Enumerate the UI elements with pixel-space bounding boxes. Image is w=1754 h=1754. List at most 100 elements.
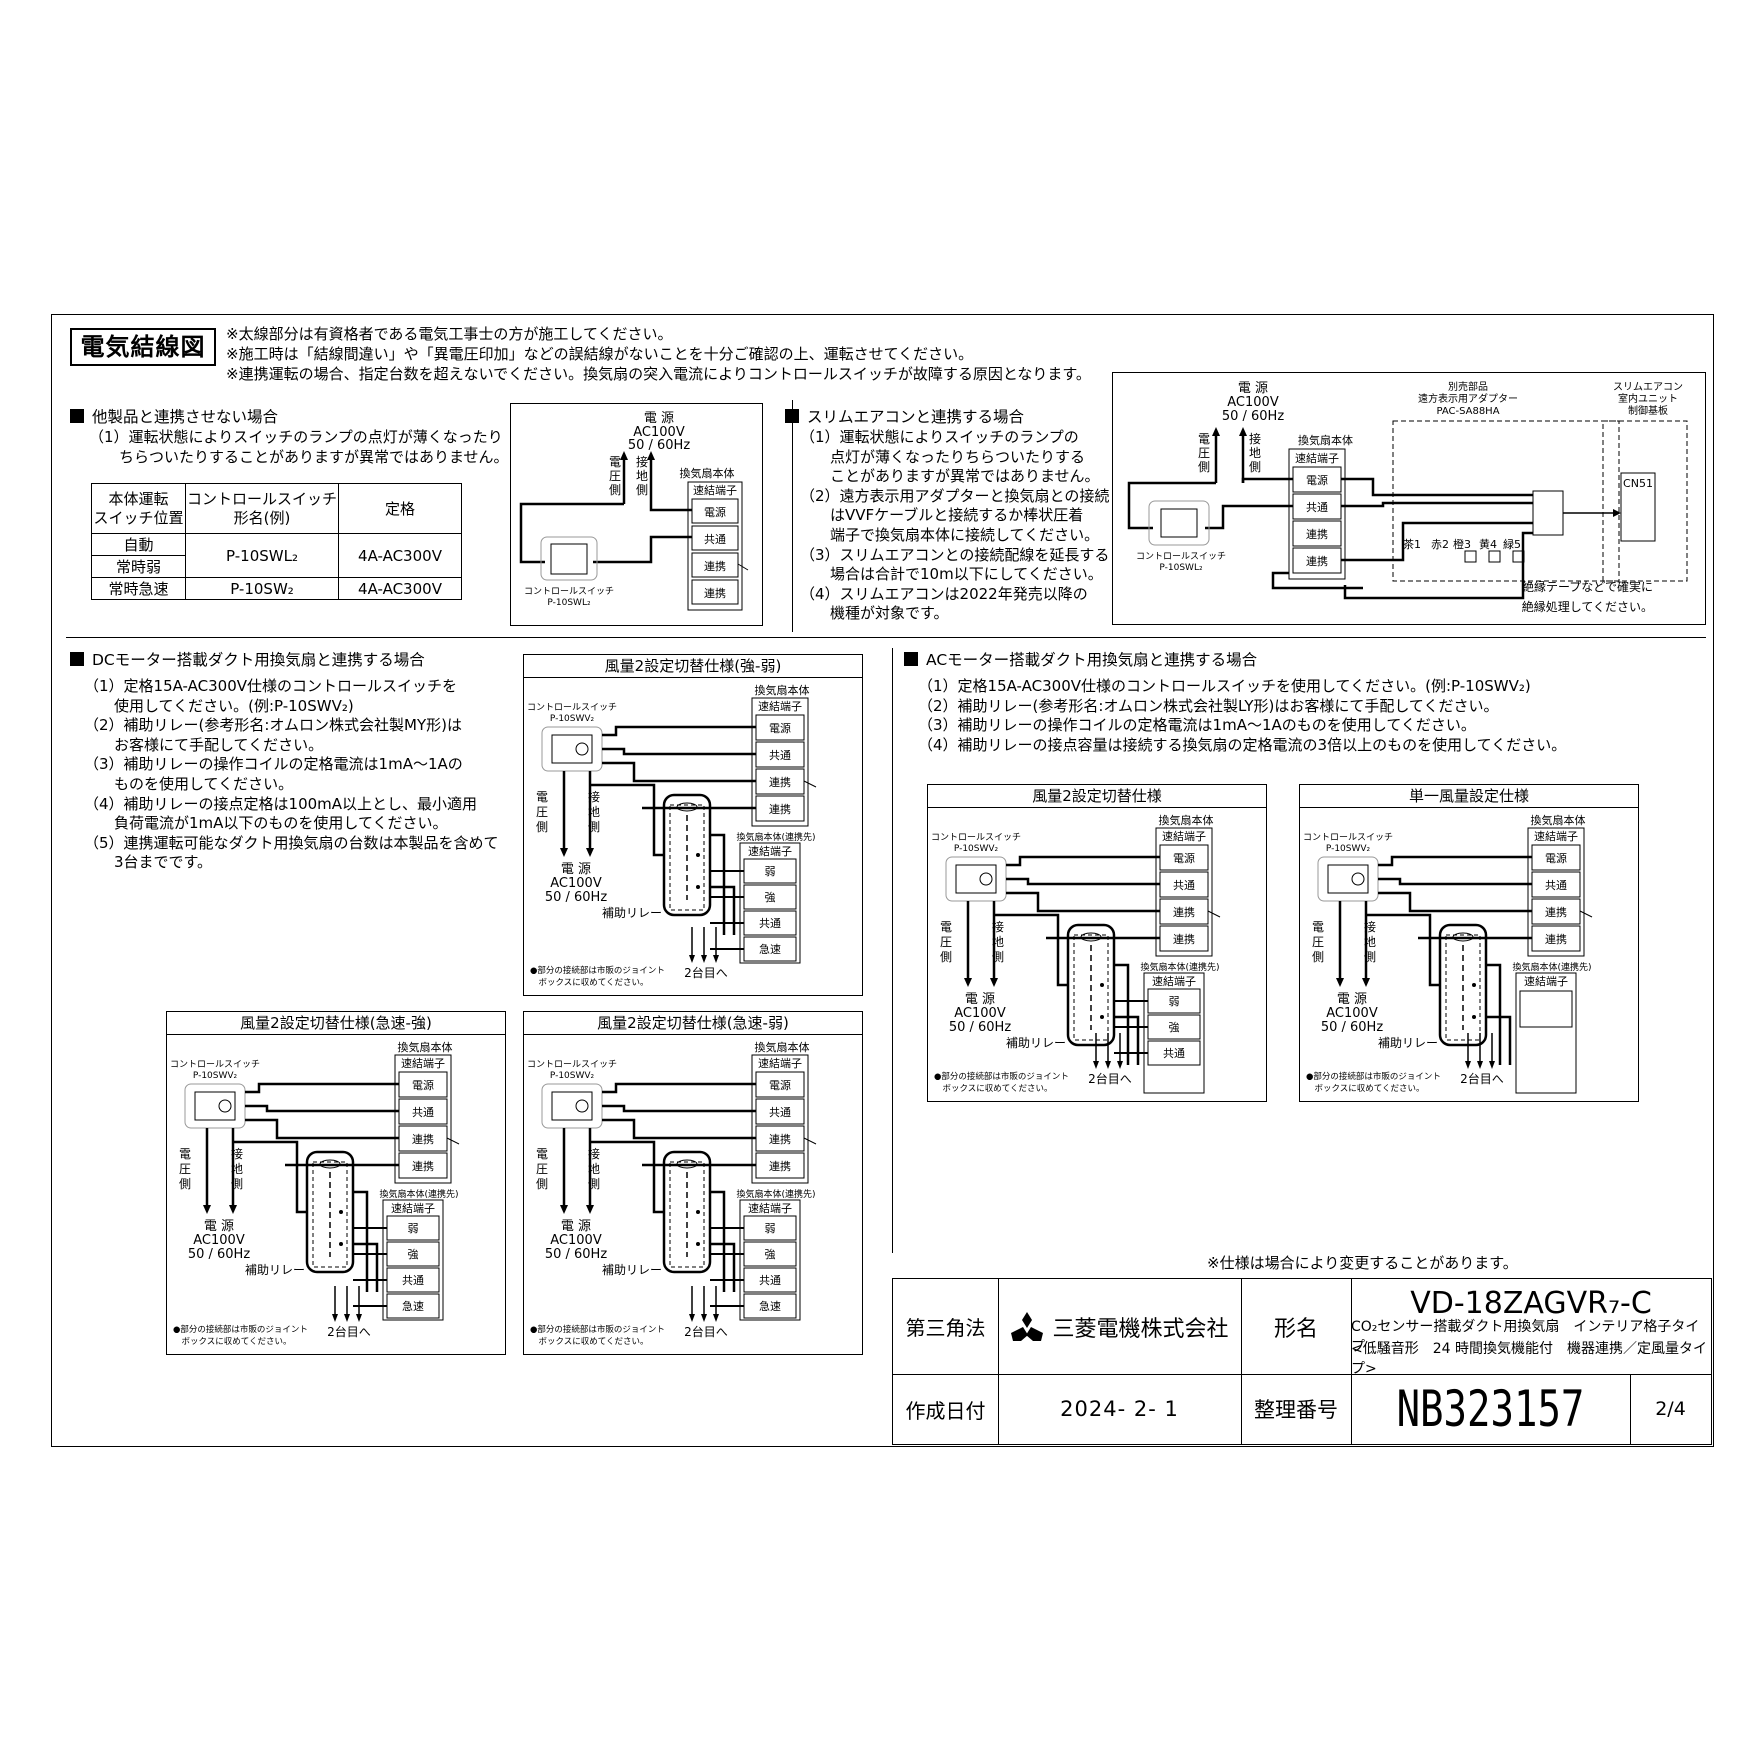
note-3: ※連携運転の場合、指定台数を超えないでください。換気扇の突入電流によりコントロー… [226, 365, 1091, 383]
label-terminal: 速結端子 [391, 1201, 435, 1215]
switch-spec-table: 本体運転 スイッチ位置 コントロールスイッチ 形名(例) 定格 自動 P-10S… [91, 483, 462, 600]
label-ground: 接 [1249, 431, 1261, 446]
label-voltage: 圧 [536, 805, 548, 819]
bullet-square-icon [785, 409, 799, 423]
document-number: NB323157 [1396, 1380, 1585, 1438]
label-switch-model: P-10SWV₂ [550, 714, 595, 724]
company-name: 三菱電機株式会社 [1052, 1316, 1229, 1342]
section-header-text: 他製品と連携させない場合 [92, 408, 279, 426]
label-ac: AC100V [550, 1233, 602, 1248]
divider-right [892, 648, 893, 1253]
terminal-common: 共通 [769, 749, 791, 762]
projection-label: 第三角法 [905, 1316, 986, 1340]
label-switch: コントロールスイッチ [524, 586, 614, 597]
label-switch: コントロールスイッチ [527, 1059, 617, 1070]
diagram-dc-rapid-strong: 風量2設定切替仕様(急速-強)換気扇本体速結端子電源共通連携連携コントロールスイ… [166, 1011, 506, 1355]
label-switch: コントロールスイッチ [931, 832, 1021, 843]
diagram-title: 単一風量設定仕様 [1300, 785, 1638, 808]
terminal-link: 連携 [1173, 932, 1195, 946]
diagram-dc-rapid-weak: 風量2設定切替仕様(急速-弱)換気扇本体速結端子電源共通連携連携コントロールスイ… [523, 1011, 863, 1355]
terminal-link: 連携 [769, 775, 791, 789]
diagram-standalone: 電 源 AC100V 50 / 60Hz 電 圧 側 接 地 側 換気扇本体 速… [510, 403, 763, 626]
label-voltage: 圧 [179, 1162, 191, 1176]
label-switch: コントロールスイッチ [1303, 832, 1393, 843]
label-voltage: 側 [940, 950, 952, 964]
mitsubishi-logo-icon [1011, 1311, 1044, 1341]
label-joint-note: ●部分の接続部は市販のジョイント [530, 1324, 665, 1335]
diagram-title: 風量2設定切替仕様(急速-強) [167, 1012, 505, 1035]
terminal-link: 連携 [1306, 554, 1328, 568]
drawing-frame [51, 314, 1714, 1447]
section-header-text: ACモーター搭載ダクト用換気扇と連携する場合 [926, 651, 1258, 669]
label-voltage: 電 [1198, 432, 1210, 446]
wire-green: 緑5 [1503, 537, 1521, 551]
label-adapter-3: PAC-SA88HA [1436, 406, 1499, 417]
label-power: 電 源 [965, 992, 995, 1007]
terminal-link: 連携 [769, 802, 791, 816]
terminal-link: 連携 [1545, 932, 1567, 946]
label-power: 電 源 [561, 1219, 591, 1234]
label-fan-body: 換気扇本体 [1531, 813, 1586, 827]
label-relay: 補助リレー [602, 1263, 662, 1277]
terminal-link: 連携 [769, 1159, 791, 1173]
table-cell: 4A-AC300V [338, 577, 462, 600]
terminal-power: 電源 [704, 505, 726, 519]
terminal-power: 電源 [1306, 473, 1328, 487]
bullet-square-icon [70, 652, 84, 666]
label-to-second-unit: 2台目へ [684, 1324, 728, 1339]
table-cell: 自動 [91, 533, 186, 556]
number-label: 整理番号 [1254, 1398, 1338, 1422]
label-aircon-1: スリムエアコン [1613, 381, 1683, 393]
label-voltage: 側 [1198, 460, 1210, 474]
label-relay: 補助リレー [602, 906, 662, 920]
model-number: VD-18ZAGVR₇-C [1410, 1285, 1652, 1321]
terminal-link: 連携 [704, 559, 726, 573]
spec-change-note: ※仕様は場合により変更することがあります。 [1207, 1254, 1518, 1272]
terminal-link: 連携 [412, 1159, 434, 1173]
terminal-rapid: 急速 [402, 1299, 424, 1313]
label-ac: AC100V [193, 1233, 245, 1248]
bullet-square-icon [904, 652, 918, 666]
label-fan-linked: 換気扇本体(連携先) [736, 831, 815, 843]
label-joint-note: ●部分の接続部は市販のジョイント [173, 1324, 308, 1335]
label-hz: 50 / 60Hz [188, 1247, 251, 1262]
label-voltage: 側 [536, 1177, 548, 1191]
label-ac: AC100V [1326, 1006, 1378, 1021]
label-relay: 補助リレー [1378, 1036, 1438, 1050]
section-header-aircon: スリムエアコンと連携する場合 [785, 405, 1024, 427]
section-body-standalone: （1）運転状態によりスイッチのランプの点灯が薄くなったり ちらついたりすることが… [89, 428, 509, 466]
divider-mid [66, 637, 1706, 638]
table-header: 定格 [338, 483, 462, 534]
label-terminal: 速結端子 [1152, 974, 1196, 988]
label-ac: AC100V [954, 1006, 1006, 1021]
diagram-dc-strong-weak: 風量2設定切替仕様(強-弱)換気扇本体速結端子電源共通連携連携コントロールスイッ… [523, 654, 863, 996]
section-header-ac: ACモーター搭載ダクト用換気扇と連携する場合 [904, 648, 1257, 670]
terminal-common: 共通 [704, 533, 726, 546]
label-voltage: 圧 [940, 935, 952, 949]
diagram-aircon: 電 源 AC100V 50 / 60Hz 電圧側 接地側 換気扇本体 速結端子 … [1112, 372, 1706, 625]
label-switch-model: P-10SWL₂ [1159, 563, 1203, 573]
label-terminal: 速結端子 [748, 1201, 792, 1215]
terminal-weak: 弱 [765, 865, 776, 878]
label-hz: 50 / 60Hz [628, 438, 691, 453]
label-voltage: 圧 [1198, 446, 1210, 460]
label-voltage: 電 [1312, 920, 1324, 934]
label-adapter-2: 遠方表示用アダプター [1418, 392, 1518, 405]
label-terminal: 速結端子 [758, 1056, 802, 1070]
terminal-weak: 弱 [765, 1222, 776, 1235]
terminal-common: 共通 [1545, 879, 1567, 892]
label-voltage: 電 [609, 455, 621, 469]
label-joint-note: ボックスに収めてください。 [173, 1336, 292, 1347]
label-terminal: 速結端子 [1524, 974, 1568, 988]
label-ac: AC100V [633, 425, 685, 440]
label-hz: 50 / 60Hz [545, 890, 608, 905]
label-ac: AC100V [550, 876, 602, 891]
terminal-link: 連携 [1545, 905, 1567, 919]
terminal-link: 連携 [1306, 527, 1328, 541]
label-terminal: 速結端子 [401, 1056, 445, 1070]
section-header-text: スリムエアコンと連携する場合 [807, 408, 1025, 426]
page-number: 2/4 [1655, 1398, 1686, 1420]
label-joint-note: ●部分の接続部は市販のジョイント [1306, 1071, 1441, 1082]
